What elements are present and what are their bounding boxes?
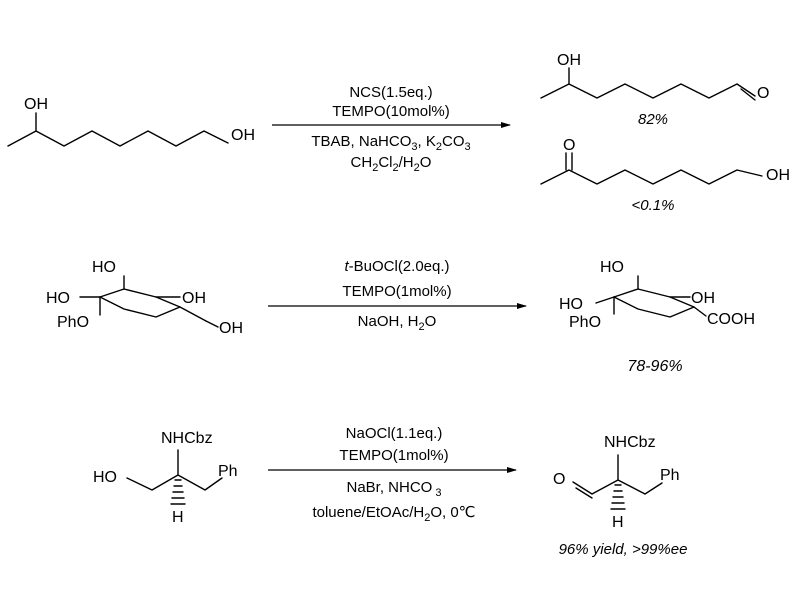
condition-additives: TBAB, NaHCO3, K2CO3 — [311, 133, 470, 153]
atom-label-h: H — [612, 514, 624, 531]
reaction-3: NHCbz HO Ph H NaOCl(1.1eq.) TEMPO(1mol%)… — [93, 425, 687, 558]
atom-label-oh: OH — [766, 167, 790, 184]
yield-label: 78-96% — [627, 358, 682, 375]
atom-label-oh: OH — [231, 127, 255, 144]
condition-reagent: NaOCl(1.1eq.) — [346, 425, 443, 442]
atom-label-o: O — [757, 85, 769, 102]
reactant-1-nonanediol: OH OH — [7, 96, 255, 147]
atom-label-ho: HO — [600, 259, 624, 276]
atom-label-oh: OH — [219, 320, 243, 337]
atom-label-ho: HO — [92, 259, 116, 276]
atom-label-ph: Ph — [660, 467, 680, 484]
hashed-wedge-bond — [170, 479, 186, 505]
atom-label-o: O — [563, 137, 575, 154]
reactant-3-cbz-phenylalaninol: NHCbz HO Ph H — [93, 430, 238, 526]
yield-label: <0.1% — [632, 197, 675, 214]
condition-reagent: t-BuOCl(2.0eq.) — [344, 258, 449, 275]
atom-label-ho: HO — [559, 296, 583, 313]
product-1a-hydroxyaldehyde: OH O — [540, 52, 769, 102]
yield-label: 96% yield, >99%ee — [559, 541, 688, 558]
product-1b-hydroxyketone: O OH — [540, 137, 790, 185]
condition-catalyst: TEMPO(1mol%) — [342, 283, 451, 300]
condition-catalyst: TEMPO(10mol%) — [332, 103, 450, 120]
atom-label-oh: OH — [182, 290, 206, 307]
hashed-wedge-bond — [610, 484, 626, 510]
condition-reagent: NCS(1.5eq.) — [349, 84, 432, 101]
atom-label-pho: PhO — [569, 314, 601, 331]
condition-base-solvent: NaOH, H2O — [358, 313, 437, 333]
atom-label-ph: Ph — [218, 463, 238, 480]
atom-label-oh: OH — [557, 52, 581, 69]
atom-label-cooh: COOH — [707, 311, 755, 328]
reaction-2: HO HO OH PhO OH t-BuOCl(2.0eq.) TEMPO(1m… — [46, 258, 755, 375]
condition-solvent: CH2Cl2/H2O — [351, 154, 432, 174]
product-2-glucuronic-acid: HO HO OH PhO COOH — [559, 259, 755, 331]
atom-label-o: O — [553, 471, 565, 488]
atom-label-nhcbz: NHCbz — [161, 430, 213, 447]
reaction-1: OH OH NCS(1.5eq.) TEMPO(10mol%) TBAB, Na… — [7, 52, 790, 214]
product-3-cbz-phenylalaninal: O NHCbz Ph H — [553, 434, 680, 531]
atom-label-ho: HO — [93, 469, 117, 486]
reactant-2-glucoside: HO HO OH PhO OH — [46, 259, 243, 337]
atom-label-ho: HO — [46, 290, 70, 307]
atom-label-h: H — [172, 509, 184, 526]
atom-label-oh: OH — [24, 96, 48, 113]
condition-catalyst: TEMPO(1mol%) — [339, 447, 448, 464]
atom-label-oh: OH — [691, 290, 715, 307]
atom-label-nhcbz: NHCbz — [604, 434, 656, 451]
atom-label-pho: PhO — [57, 314, 89, 331]
condition-solvent-temp: toluene/EtOAc/H2O, 0℃ — [312, 504, 475, 524]
yield-label: 82% — [638, 111, 668, 128]
